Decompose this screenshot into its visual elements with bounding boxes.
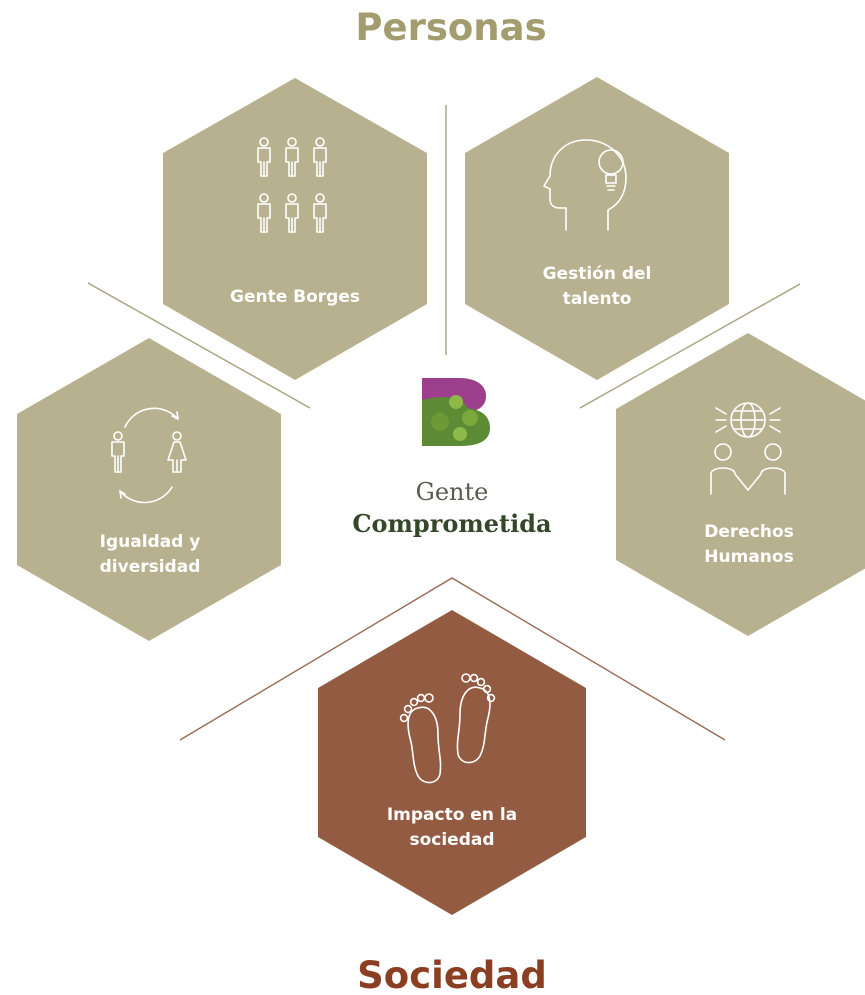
personas-heading: Personas — [355, 6, 546, 49]
hex-gestion-talento-shape — [465, 77, 729, 380]
borges-logo: B — [422, 378, 490, 446]
hex-igualdad-label-1: Igualdad y — [100, 532, 201, 552]
center-title-line2: Comprometida — [352, 509, 551, 538]
divider-left — [87, 282, 311, 409]
head-lightbulb-icon — [543, 139, 627, 231]
hex-gente-borges[interactable]: Gente Borges — [163, 78, 427, 380]
people-group-icon — [257, 137, 327, 233]
hex-impacto-shape — [318, 610, 586, 915]
hex-derechos-shape — [616, 333, 865, 636]
hex-impacto-label-1: Impacto en la — [387, 805, 517, 825]
man-woman-cycle-icon — [111, 407, 187, 504]
hex-derechos-label-1: Derechos — [704, 522, 794, 542]
hex-gestion-talento[interactable]: Gestión del talento — [465, 77, 729, 380]
hex-igualdad-diversidad[interactable]: Igualdad y diversidad — [17, 338, 281, 641]
hex-gestion-talento-label-2: talento — [563, 289, 632, 309]
center-title-line1: Gente — [416, 478, 489, 506]
hex-impacto-label-2: sociedad — [409, 830, 494, 850]
hex-igualdad-label-2: diversidad — [100, 557, 201, 577]
hex-derechos-label-2: Humanos — [704, 547, 793, 567]
hex-gente-borges-label: Gente Borges — [230, 287, 360, 307]
sociedad-heading: Sociedad — [357, 954, 547, 995]
hex-gestion-talento-label-1: Gestión del — [543, 264, 652, 284]
hex-igualdad-shape — [17, 338, 281, 641]
hex-derechos-humanos[interactable]: Derechos Humanos — [616, 333, 865, 636]
divider-roof — [179, 577, 726, 741]
hex-impacto-sociedad[interactable]: Impacto en la sociedad — [318, 610, 586, 915]
footprints-icon — [399, 673, 496, 784]
divider-right — [579, 283, 801, 409]
globe-people-icon — [710, 402, 786, 495]
